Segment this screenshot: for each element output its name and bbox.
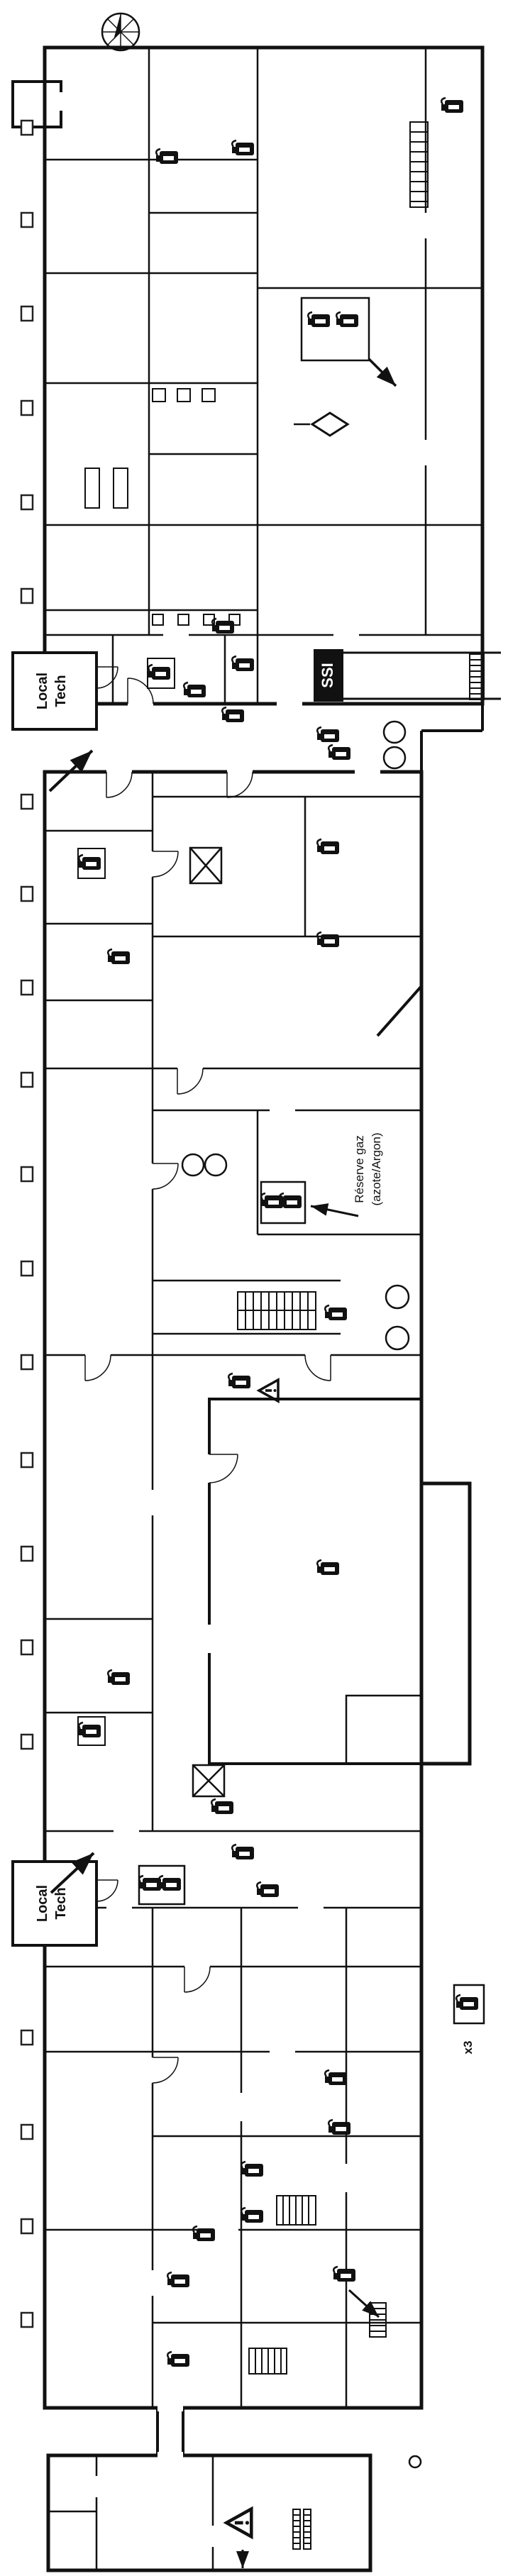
fire-extinguisher-icon bbox=[182, 681, 207, 699]
equipment-block bbox=[84, 388, 241, 626]
extinguisher-annotation-box bbox=[300, 297, 397, 387]
local-tech-label-line1: Local bbox=[35, 1885, 50, 1922]
door-swing-icon bbox=[181, 720, 410, 1351]
ssi-label: SSI bbox=[319, 663, 336, 687]
fire-extinguisher-icon bbox=[106, 948, 131, 966]
fire-extinguisher-icon bbox=[327, 2118, 352, 2136]
compass-rose-icon bbox=[101, 12, 140, 52]
site-marker-circle bbox=[408, 2455, 422, 2469]
entrance-arrow-icon bbox=[48, 749, 95, 1894]
diagonal-wall bbox=[376, 985, 423, 1037]
fire-extinguisher-icon bbox=[307, 311, 331, 328]
fire-extinguisher-icon bbox=[77, 1721, 102, 1739]
fire-extinguisher-icon bbox=[316, 1559, 341, 1576]
fire-extinguisher-icon bbox=[192, 2225, 216, 2243]
local-tech-label-line2: Tech bbox=[53, 1887, 69, 1919]
x3-annotation: x3 bbox=[453, 1984, 485, 2055]
fire-extinguisher-icon bbox=[158, 1874, 182, 1892]
stairs-icon bbox=[237, 121, 485, 2550]
fire-extinguisher-icon bbox=[231, 1843, 255, 1861]
warning-triangle-icon bbox=[226, 2509, 251, 2537]
annex-room bbox=[11, 80, 62, 128]
local-tech-label-line1: Local bbox=[35, 673, 50, 709]
extinguisher-box bbox=[77, 658, 175, 1746]
pointer-arrow-icon bbox=[368, 358, 397, 387]
fire-extinguisher-icon bbox=[166, 2350, 191, 2368]
fire-extinguisher-icon bbox=[231, 139, 255, 157]
door-swing-icon bbox=[84, 666, 331, 2084]
fire-extinguisher-icon bbox=[77, 853, 102, 871]
main-hall bbox=[208, 1398, 423, 1765]
facade-marker bbox=[20, 119, 34, 2328]
fire-extinguisher-icon bbox=[155, 148, 180, 165]
reserve-gaz-label-line2: (azote/Argon) bbox=[370, 1133, 383, 1206]
fire-extinguisher-icon bbox=[240, 2160, 265, 2178]
fire-extinguisher-icon bbox=[211, 617, 236, 635]
shaft-cross-icon bbox=[189, 846, 226, 1798]
fire-extinguisher-icon bbox=[316, 726, 341, 743]
south-block-outline bbox=[46, 2453, 372, 2572]
fire-extinguisher-icon bbox=[278, 1192, 303, 1210]
fire-extinguisher-icons bbox=[77, 96, 465, 2368]
fire-extinguisher-icon bbox=[221, 706, 245, 724]
pointer-arrow-icon bbox=[310, 1203, 359, 1217]
diamond-symbol-icon bbox=[294, 411, 350, 437]
reserve-gaz-label-line1: Réserve gaz bbox=[353, 1135, 366, 1203]
fire-extinguisher-icon bbox=[227, 1372, 252, 1390]
fire-extinguisher-icon bbox=[332, 2265, 357, 2283]
south-link-corridor bbox=[156, 2408, 184, 2455]
fire-extinguisher-icon bbox=[327, 743, 352, 761]
fire-extinguisher-icon bbox=[231, 655, 255, 673]
local-tech-room-1: Local Tech bbox=[11, 651, 98, 731]
fire-extinguisher-icon bbox=[210, 1798, 235, 1815]
fire-extinguisher-icon bbox=[138, 1874, 162, 1892]
fire-extinguisher-icon bbox=[255, 1881, 280, 1898]
fire-extinguisher-icon bbox=[316, 838, 341, 856]
ssi-box: SSI bbox=[314, 649, 343, 702]
fire-extinguisher-icon bbox=[166, 2271, 191, 2289]
fire-extinguisher-icon bbox=[440, 96, 465, 114]
fire-extinguisher-icon bbox=[335, 311, 360, 328]
fire-extinguisher-icon bbox=[324, 2069, 348, 2086]
local-tech-label-line2: Tech bbox=[53, 675, 69, 707]
hall-inner-room bbox=[345, 1694, 423, 1765]
j2-annotation-box bbox=[138, 1864, 186, 1906]
fire-extinguisher-icon bbox=[147, 663, 172, 681]
fire-extinguisher-icon bbox=[455, 1994, 480, 2011]
fire-extinguisher-icon bbox=[316, 931, 341, 949]
fire-extinguisher-icon bbox=[324, 1304, 348, 1322]
east-annex-outline bbox=[421, 1481, 472, 1766]
fire-extinguisher-icon bbox=[106, 1669, 131, 1686]
multiplier-label: x3 bbox=[461, 2041, 475, 2055]
interior-walls bbox=[45, 48, 482, 2570]
fire-extinguisher-icon bbox=[240, 2206, 265, 2224]
reserve-gaz-annotation: Réserve gaz (azote/Argon) bbox=[260, 1133, 383, 1225]
pointer-arrow-icon bbox=[348, 2289, 380, 2318]
local-tech-room-2: Local Tech bbox=[11, 1860, 98, 1947]
door-openings bbox=[58, 92, 429, 2547]
